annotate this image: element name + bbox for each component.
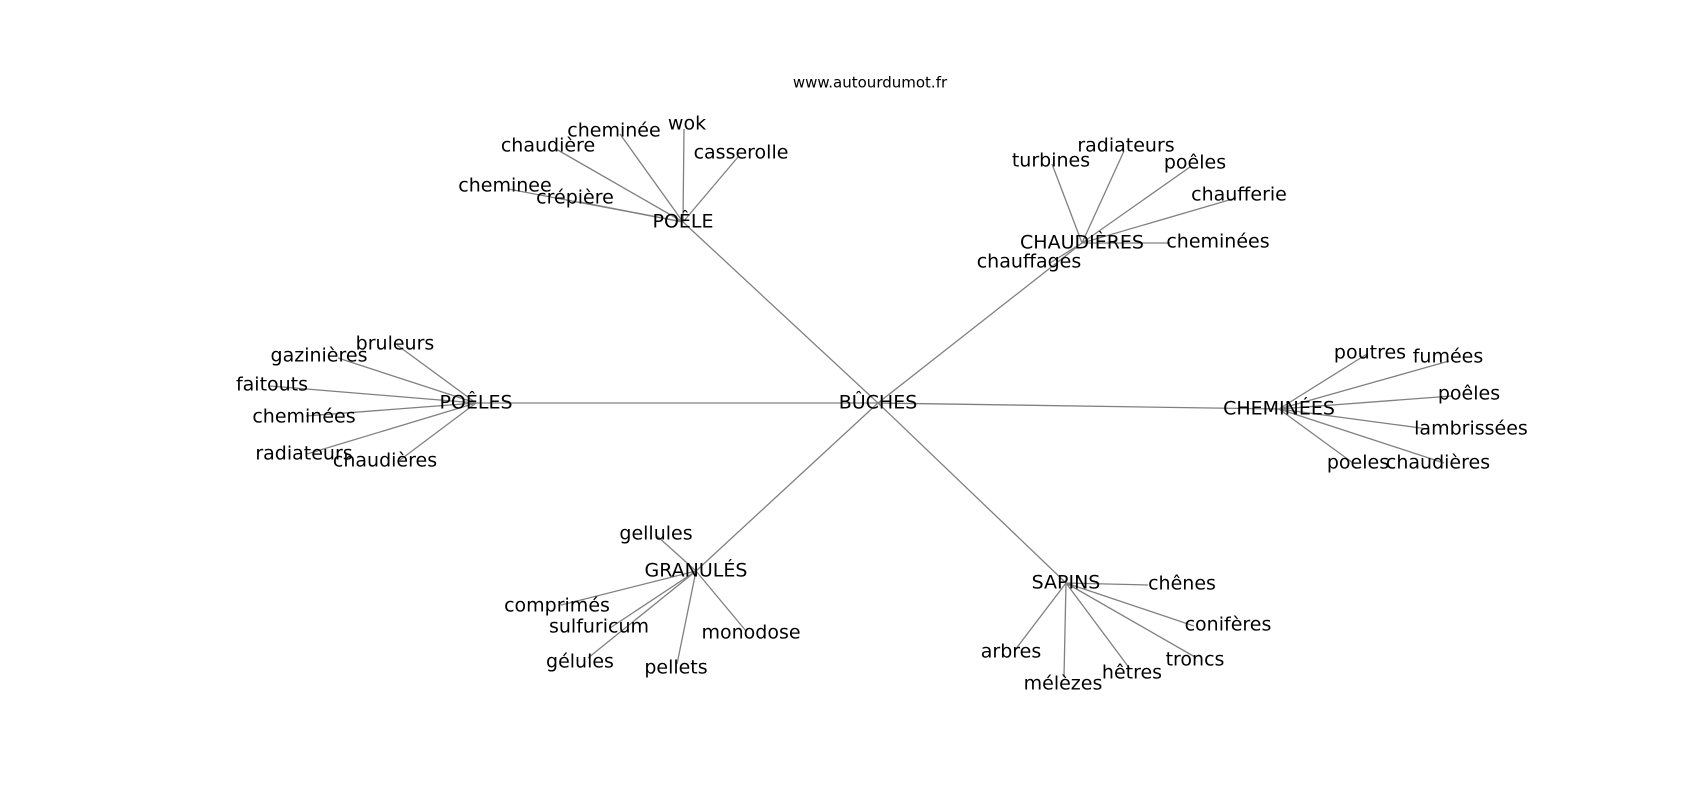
edge-hub-to-leaf (1065, 582, 1149, 586)
edge-hub-to-leaf (1278, 360, 1450, 410)
edge-hub-to-leaf (1278, 408, 1429, 430)
leaf-word[interactable]: chaudières (333, 450, 437, 472)
leaf-word[interactable]: lambrissées (1414, 418, 1528, 440)
hub-word[interactable]: GRANULÉS (645, 559, 748, 582)
leaf-word[interactable]: comprimés (504, 595, 610, 617)
hub-word[interactable]: CHAUDIÈRES (1020, 231, 1144, 254)
edge-center-to-hub (682, 221, 879, 404)
edge-hub-to-leaf (399, 402, 477, 461)
hub-word[interactable]: POÊLE (652, 210, 713, 233)
leaf-word[interactable]: mélèzes (1024, 673, 1103, 695)
leaf-word[interactable]: gellules (619, 523, 692, 545)
leaf-word[interactable]: poeles (1327, 452, 1389, 474)
leaf-word[interactable]: poêles (1438, 383, 1500, 405)
edge-hub-to-leaf (1065, 582, 1196, 658)
edge-center-to-hub (877, 402, 1280, 410)
edge-hub-to-leaf (1049, 242, 1083, 264)
leaf-word[interactable]: conifères (1185, 614, 1272, 636)
edge-hub-to-leaf (579, 201, 684, 223)
edge-hub-to-leaf (337, 357, 477, 404)
leaf-word[interactable]: radiateurs (255, 443, 352, 465)
leaf-word[interactable]: radiateurs (1077, 135, 1174, 157)
leaf-word[interactable]: poêles (1164, 152, 1226, 174)
leaf-word[interactable]: bruleurs (356, 333, 435, 355)
edge-hub-to-leaf (609, 570, 697, 629)
leaf-word[interactable]: chaufferie (1191, 184, 1287, 206)
leaf-word[interactable]: chauffages (977, 251, 1082, 273)
leaf-word[interactable]: fumées (1413, 346, 1484, 368)
edge-hub-to-leaf (1278, 408, 1354, 464)
edge-hub-to-leaf (1278, 353, 1368, 410)
edge-center-to-hub (695, 402, 879, 572)
edge-hub-to-leaf (560, 570, 697, 606)
leaf-word[interactable]: poutres (1334, 342, 1406, 364)
leaf-word[interactable]: turbines (1012, 150, 1090, 172)
leaf-word[interactable]: hêtres (1102, 662, 1162, 684)
leaf-word[interactable]: chaudière (501, 135, 595, 157)
hub-word[interactable]: CHEMINÉES (1223, 397, 1335, 420)
edge-hub-to-leaf (682, 128, 685, 223)
leaf-word[interactable]: crépière (536, 187, 614, 209)
leaf-word[interactable]: gélules (546, 651, 614, 673)
leaf-word[interactable]: chênes (1148, 573, 1216, 595)
edge-hub-to-leaf (306, 402, 477, 455)
labels-layer: www.autourdumot.fr BÛCHES POÊLE cheminée wo… (236, 74, 1528, 695)
edge-hub-to-leaf (656, 535, 697, 572)
edge-hub-to-leaf (1081, 197, 1237, 244)
edge-hub-to-leaf (619, 133, 684, 223)
leaf-word[interactable]: cheminées (252, 406, 355, 428)
edge-hub-to-leaf (305, 402, 477, 417)
edge-hub-to-leaf (1278, 395, 1453, 410)
edge-hub-to-leaf (1063, 582, 1067, 678)
edge-hub-to-leaf (269, 385, 477, 404)
leaf-word[interactable]: cheminée (567, 120, 660, 142)
edge-hub-to-leaf (1278, 408, 1445, 464)
hub-word[interactable]: POÊLES (439, 391, 512, 414)
edge-hub-to-leaf (682, 156, 739, 223)
leaf-word[interactable]: sulfuricum (549, 616, 649, 638)
edge-hub-to-leaf (1014, 582, 1067, 651)
edge-hub-to-leaf (1065, 582, 1131, 670)
leaf-word[interactable]: cheminee (458, 175, 551, 197)
leaf-word[interactable]: troncs (1166, 649, 1225, 671)
edge-hub-to-leaf (1081, 166, 1191, 244)
leaf-word[interactable]: arbres (981, 641, 1042, 663)
hub-word[interactable]: SAPINS (1032, 572, 1101, 594)
edge-center-to-hub (877, 402, 1067, 584)
leaf-word[interactable]: monodose (701, 622, 800, 644)
edge-hub-to-leaf (587, 570, 697, 659)
leaf-word[interactable]: faitouts (236, 374, 308, 396)
leaf-word[interactable]: wok (668, 113, 706, 135)
leaf-word[interactable]: chaudières (1386, 452, 1490, 474)
leaf-word[interactable]: cheminées (1166, 231, 1269, 253)
leaf-word[interactable]: casserolle (694, 142, 789, 164)
edge-hub-to-leaf (1051, 163, 1083, 244)
edge-hub-to-leaf (695, 570, 747, 632)
edge-hub-to-leaf (676, 570, 697, 665)
center-word[interactable]: BÛCHES (839, 390, 918, 414)
source-url[interactable]: www.autourdumot.fr (793, 74, 948, 92)
edge-center-to-hub (877, 242, 1083, 404)
edge-hub-to-leaf (1065, 582, 1195, 627)
edge-hub-to-leaf (555, 148, 684, 223)
edges-layer (269, 128, 1453, 678)
leaf-word[interactable]: pellets (644, 657, 707, 679)
edge-hub-to-leaf (1081, 150, 1125, 244)
leaf-word[interactable]: gazinières (271, 345, 368, 367)
edge-hub-to-leaf (396, 344, 477, 404)
